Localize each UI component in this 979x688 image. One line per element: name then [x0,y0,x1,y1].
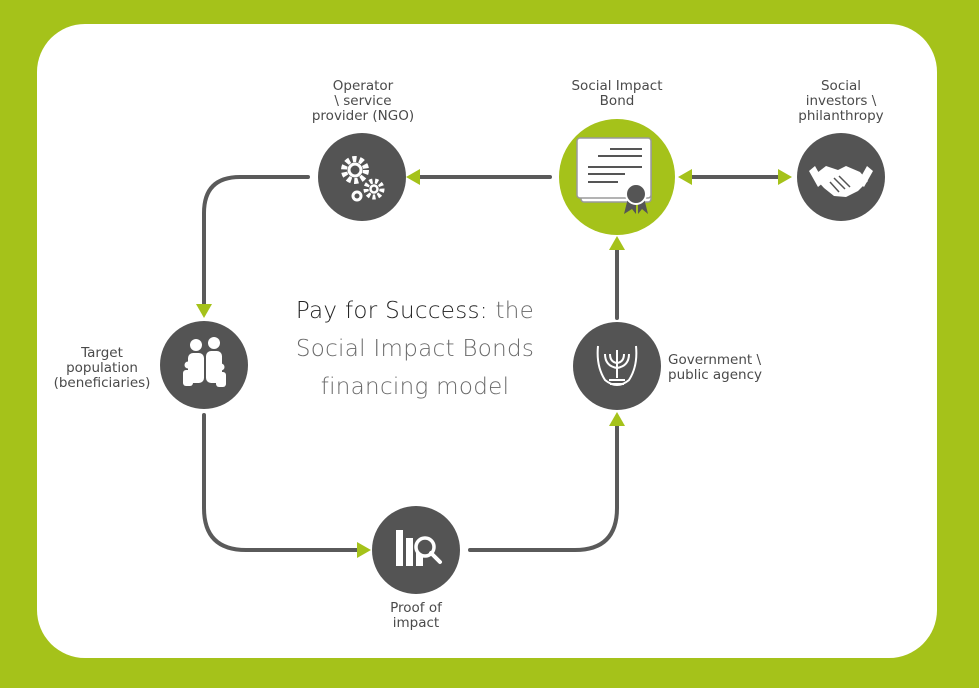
arrowhead-to-bond-left [678,169,692,185]
label-government: Government \ public agency [668,352,763,383]
label-proof: Proof of impact [390,600,442,631]
chart-magnifier-icon [396,530,442,566]
label-investors: Social investors \ philanthropy [798,78,884,124]
title-line-1: Pay for Success: the [270,292,560,330]
title-line-3: financing model [320,374,510,400]
connector-proof-government [468,423,619,552]
handshake-icon [809,166,873,197]
diagram-title: Pay for Success: the Social Impact Bonds… [270,292,560,406]
connector-target-proof [202,413,360,552]
emblem-icon [596,345,638,386]
node-operator [318,133,406,221]
node-bond [559,119,675,235]
label-bond: Social Impact Bond [571,78,663,109]
certificate-icon [576,137,652,214]
node-government [573,322,661,410]
connector-operator-target [202,175,310,307]
family-icon [183,337,226,387]
label-target: Target population (beneficiaries) [53,345,151,391]
arrowhead-to-bond [609,236,625,250]
node-proof [372,506,460,594]
arrowhead-to-proof [357,542,371,558]
gears-icon [341,156,385,202]
label-operator: Operator \ service provider (NGO) [311,78,415,124]
node-target [160,321,248,409]
title-rest: the [487,298,535,324]
arrowhead-to-operator [406,169,420,185]
arrowhead-to-government [609,412,625,426]
node-investors [797,133,885,221]
title-bold: Pay for Success: [295,298,488,324]
arrowhead-to-target [196,304,212,318]
title-line-2: Social Impact Bonds [295,336,535,362]
arrowhead-to-investors [778,169,792,185]
